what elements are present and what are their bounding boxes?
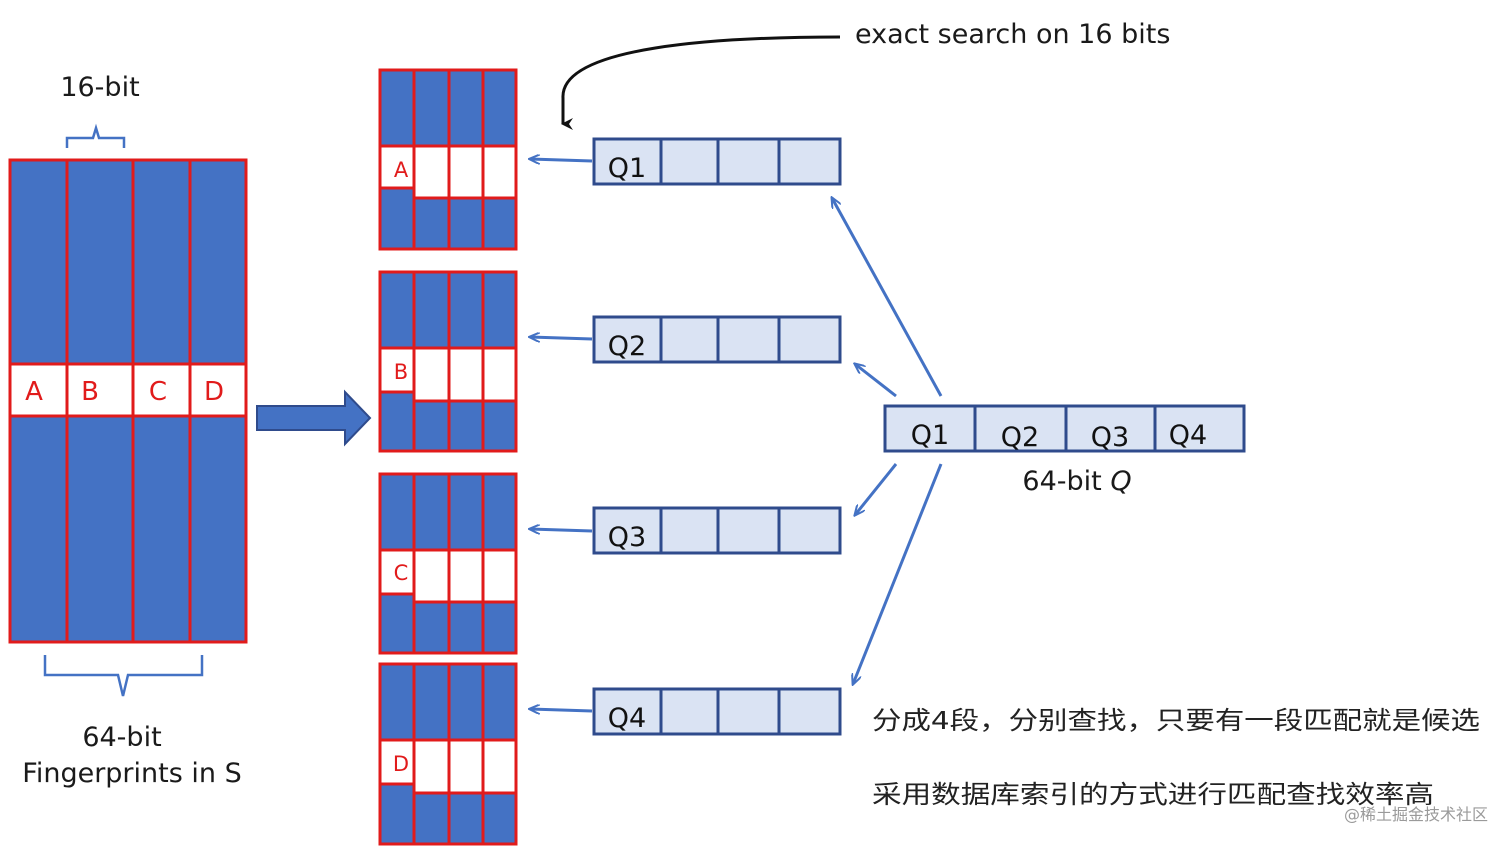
label-16-bit: 16-bit — [60, 72, 139, 103]
segment-d-label: D — [204, 377, 224, 407]
table-block-c: C — [378, 472, 518, 655]
query-row-q3: Q3 — [592, 506, 842, 555]
note-split-four: 分成4段，分别查找，只要有一段匹配就是候选 — [872, 706, 1480, 735]
segment-a-label: A — [25, 377, 43, 407]
query-caption-prefix: 64-bit — [1022, 466, 1110, 497]
query-64bit-caption: 64-bit Q — [1022, 466, 1131, 497]
table-d-label: D — [393, 752, 409, 776]
query-64bit-q1: Q1 — [911, 420, 949, 451]
exact-search-label: exact search on 16 bits — [855, 19, 1170, 50]
query-row-q2: Q2 — [592, 315, 842, 364]
segment-c-label: C — [149, 377, 167, 407]
note-db-index: 采用数据库索引的方式进行匹配查找效率高 — [872, 780, 1434, 809]
table-block-d: D — [378, 662, 518, 846]
table-c-label: C — [394, 561, 409, 585]
table-block-a: A — [378, 68, 518, 251]
arrow-q1-to-table-a — [530, 159, 593, 161]
arrow-q-to-q1 — [832, 198, 943, 397]
query-row-q2-label: Q2 — [608, 331, 646, 362]
query-64bit-q2: Q2 — [1001, 422, 1039, 453]
query-64bit-q4: Q4 — [1169, 420, 1207, 451]
fingerprint-block: A B C D — [8, 158, 248, 644]
brace-64-bit — [43, 655, 204, 697]
arrow-q-to-q3 — [855, 463, 898, 515]
arrow-q4-to-table-d — [530, 709, 593, 711]
watermark: @稀土掘金技术社区 — [1344, 805, 1488, 824]
query-row-q4-label: Q4 — [608, 703, 646, 734]
query-64bit-q3: Q3 — [1091, 422, 1129, 453]
table-a-label: A — [394, 158, 409, 182]
brace-16-bit — [65, 123, 126, 148]
query-64bit-row: Q1 Q2 Q3 Q4 — [883, 404, 1246, 453]
big-right-arrow — [256, 389, 372, 447]
segment-b-label: B — [81, 377, 99, 407]
arrow-q2-to-table-b — [530, 337, 593, 339]
arrow-q3-to-table-c — [530, 529, 593, 531]
label-64-bit: 64-bit — [82, 722, 161, 753]
query-row-q1: Q1 — [592, 137, 842, 186]
query-caption-var: Q — [1110, 466, 1131, 497]
query-row-q3-label: Q3 — [608, 522, 646, 553]
query-row-q1-label: Q1 — [608, 153, 646, 184]
query-row-q4: Q4 — [592, 687, 842, 736]
label-fingerprints: Fingerprints in S — [22, 758, 241, 789]
table-block-b: B — [378, 270, 518, 453]
arrow-q-to-q4 — [853, 463, 943, 684]
arrow-q-to-q2 — [855, 364, 897, 398]
table-b-label: B — [394, 360, 408, 384]
curved-search-arrow — [561, 35, 841, 130]
